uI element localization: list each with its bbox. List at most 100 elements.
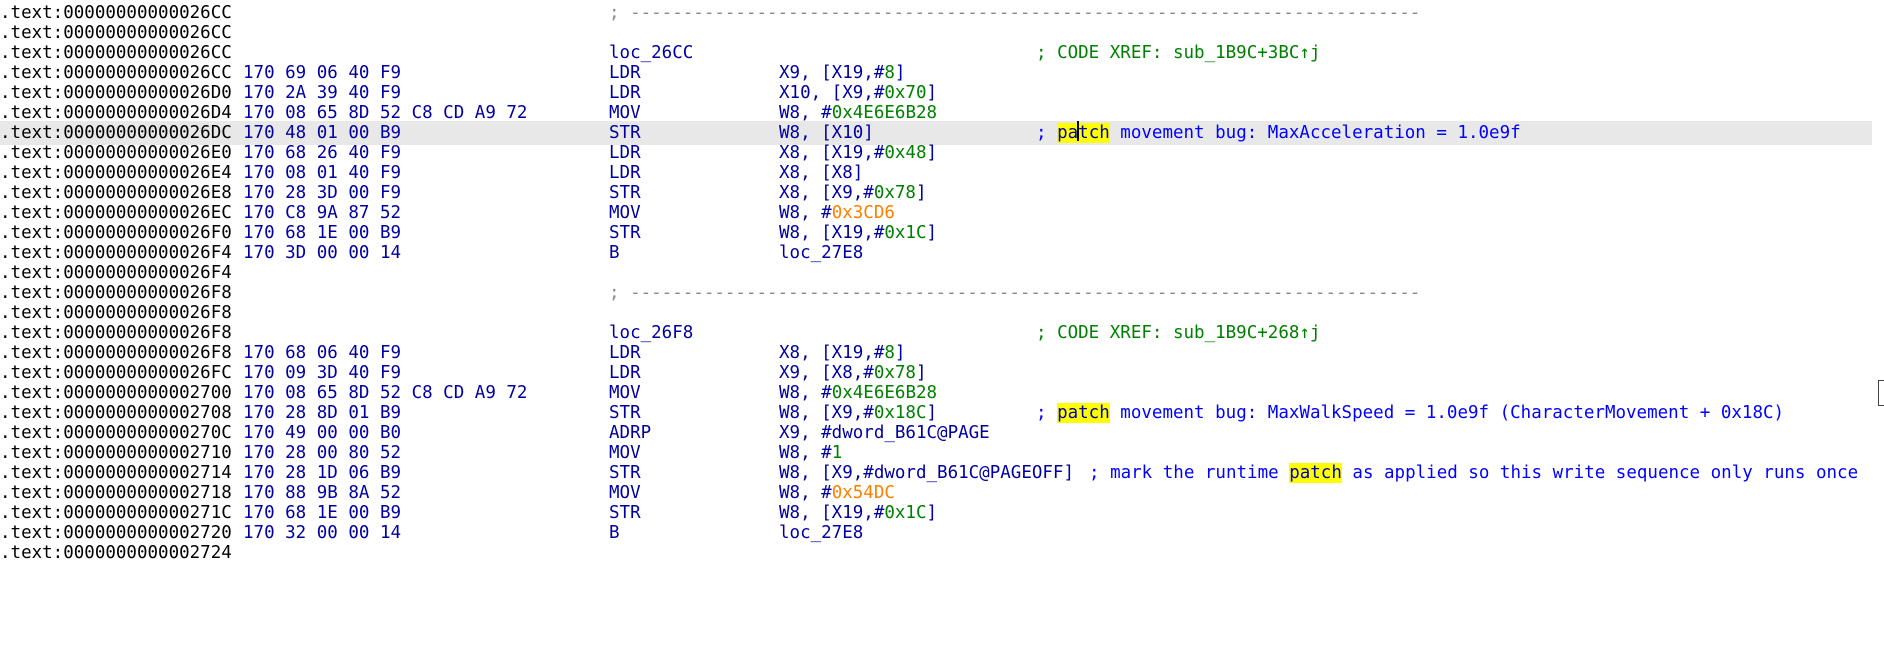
instruction-operands[interactable]: W8, [X9,#0x18C] [779, 401, 937, 425]
instruction-operands[interactable]: X8, [X9,#0x78] [779, 181, 927, 205]
instruction-mnemonic: MOV [609, 443, 641, 463]
line-address[interactable]: .text:00000000000026F4 [0, 263, 232, 283]
code-xref-comment[interactable]: ; CODE XREF: sub_1B9C+3BC↑j [1036, 43, 1321, 63]
instruction-mnemonic: ADRP [609, 423, 652, 443]
text-fragment: W8, [X19,# [779, 503, 885, 523]
line-address[interactable]: .text:00000000000026D0 [0, 83, 232, 103]
line-address[interactable]: .text:00000000000026E0 [0, 143, 232, 163]
line-address[interactable]: .text:00000000000026F8 [0, 283, 232, 303]
code-label[interactable]: loc_26F8 [609, 323, 694, 343]
instruction-operands[interactable]: X8, [X19,#8] [779, 341, 905, 365]
text-fragment: W8, [X9,#dword_B61C@PAGEOFF] [779, 463, 1075, 483]
line-address[interactable]: .text:00000000000026F8 [0, 303, 232, 323]
instruction-operands[interactable]: loc_27E8 [779, 521, 863, 545]
text-fragment: ] [926, 83, 938, 103]
instruction-mnemonic: LDR [609, 143, 641, 163]
line-address[interactable]: .text:000000000000271C [0, 503, 232, 523]
line-address[interactable]: .text:00000000000026CC [0, 3, 232, 23]
listing-line[interactable]: .text:00000000000026F8 [0, 301, 1872, 325]
text-fragment: ] [915, 183, 927, 203]
line-address[interactable]: .text:0000000000002724 [0, 543, 232, 563]
instruction-operands[interactable]: W8, #0x4E6E6B28 [779, 101, 937, 125]
line-address[interactable]: .text:0000000000002710 [0, 443, 232, 463]
line-address[interactable]: .text:0000000000002718 [0, 483, 232, 503]
line-address[interactable]: .text:00000000000026CC [0, 23, 232, 43]
line-address[interactable]: .text:00000000000026E4 [0, 163, 232, 183]
line-address[interactable]: .text:000000000000270C [0, 423, 232, 443]
line-address[interactable]: .text:00000000000026F8 [0, 343, 232, 363]
line-address[interactable]: .text:00000000000026DC [0, 123, 232, 143]
instruction-operands[interactable]: X9, [X8,#0x78] [779, 361, 927, 385]
instruction-operands[interactable]: W8, #1 [779, 441, 842, 465]
line-address[interactable]: .text:00000000000026CC [0, 43, 232, 63]
line-address[interactable]: .text:0000000000002720 [0, 523, 232, 543]
line-address[interactable]: .text:00000000000026CC [0, 63, 232, 83]
line-address[interactable]: .text:00000000000026F8 [0, 323, 232, 343]
scroll-position-marker[interactable] [1878, 380, 1884, 406]
instruction-mnemonic: MOV [609, 103, 641, 123]
listing-line[interactable]: .text:00000000000026CC; ----------------… [0, 1, 1872, 25]
instruction-operands[interactable]: X10, [X9,#0x70] [779, 81, 937, 105]
instruction-operands[interactable]: W8, #0x4E6E6B28 [779, 381, 937, 405]
code-xref-comment[interactable]: ; CODE XREF: sub_1B9C+268↑j [1036, 323, 1321, 343]
text-fragment: ] [926, 223, 938, 243]
line-address[interactable]: .text:00000000000026F0 [0, 223, 232, 243]
numeric-operand: 1 [831, 443, 843, 463]
instruction-operands[interactable]: W8, [X9,#dword_B61C@PAGEOFF] [779, 461, 1074, 485]
instruction-operands[interactable]: X9, #dword_B61C@PAGE [779, 421, 990, 445]
line-address[interactable]: .text:0000000000002700 [0, 383, 232, 403]
line-address[interactable]: .text:00000000000026E8 [0, 183, 232, 203]
instruction-operands[interactable]: W8, [X19,#0x1C] [779, 221, 937, 245]
text-fragment: X8, [X8] [779, 163, 864, 183]
instruction-operands[interactable]: W8, [X10] [779, 121, 874, 145]
listing-line[interactable]: .text:00000000000026CC loc_26CC ; CODE XRE… [0, 41, 1872, 65]
instruction-operands[interactable]: W8, [X19,#0x1C] [779, 501, 937, 525]
line-address[interactable]: .text:00000000000026FC [0, 363, 232, 383]
instruction-operands[interactable]: X8, [X8] [779, 161, 863, 185]
line-address[interactable]: .text:00000000000026EC [0, 203, 232, 223]
instruction-operands[interactable]: X9, [X19,#8] [779, 61, 905, 85]
line-address[interactable]: .text:0000000000002708 [0, 403, 232, 423]
listing-line[interactable]: .text:00000000000026CC [0, 21, 1872, 45]
line-address[interactable]: .text:0000000000002714 [0, 463, 232, 483]
instruction-operands[interactable]: loc_27E8 [779, 241, 863, 265]
line-address[interactable]: .text:00000000000026F4 [0, 243, 232, 263]
text-fragment: movement bug: MaxWalkSpeed = 1.0e9f (Cha… [1109, 403, 1785, 423]
text-fragment: X8, [X9,# [779, 183, 874, 203]
instruction-operands[interactable]: X8, [X19,#0x48] [779, 141, 937, 165]
text-fragment: X8, [X19,# [779, 343, 885, 363]
instruction-operands[interactable]: W8, #0x3CD6 [779, 201, 895, 225]
listing-line[interactable]: .text:00000000000026F4 [0, 261, 1872, 285]
text-fragment: ; [1036, 403, 1058, 423]
instruction-mnemonic: LDR [609, 363, 641, 383]
listing-line[interactable]: .text:00000000000026F8 loc_26F8 ; CODE XRE… [0, 321, 1872, 345]
listing-line[interactable]: .text:0000000000002724 [0, 541, 1872, 565]
line-address[interactable]: .text:00000000000026D4 [0, 103, 232, 123]
text-fragment: ] [915, 363, 927, 383]
listing-line[interactable]: .text:00000000000026F8; ----------------… [0, 281, 1872, 305]
instruction-operands[interactable]: W8, #0x54DC [779, 481, 895, 505]
code-label[interactable]: loc_26CC [609, 43, 694, 63]
